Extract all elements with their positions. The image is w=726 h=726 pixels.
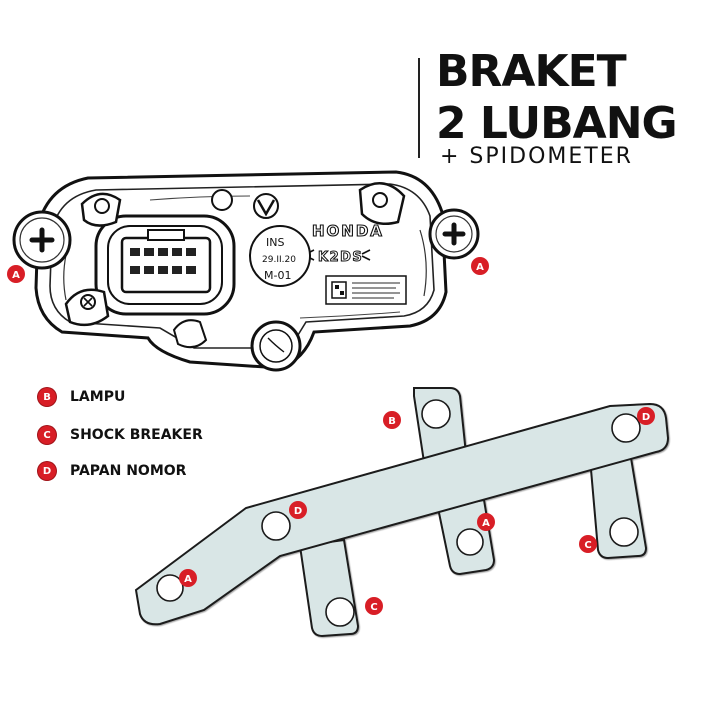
title-line-1: BRAKET — [436, 46, 627, 97]
hole-papan-right — [611, 413, 641, 443]
plus-icon — [29, 227, 55, 253]
svg-text:C: C — [370, 602, 377, 613]
svg-text:A: A — [12, 270, 20, 281]
legend-badge-c: C — [38, 426, 56, 444]
model-code-text: K2DS — [318, 250, 363, 265]
screw-boss-top-right — [358, 182, 406, 225]
marker-a-bracket-middle: A — [477, 513, 495, 531]
marker-a-bracket-left: A — [179, 569, 197, 587]
markers: A A B D D A C A — [7, 257, 655, 615]
peg-hole — [211, 189, 233, 211]
stamp-date: 29.II.20 — [262, 255, 296, 265]
svg-text:C: C — [584, 540, 591, 551]
barcode-sticker — [325, 275, 407, 305]
hole-a-left — [156, 574, 184, 602]
svg-text:A: A — [184, 574, 192, 585]
mount-screw-right — [428, 208, 480, 260]
speedometer: HONDA K2DS INS 29.II.20 M-01 — [12, 170, 480, 372]
hole-a-middle — [456, 528, 484, 556]
svg-text:D: D — [642, 412, 650, 423]
marker-c-bracket-bottom: C — [365, 597, 383, 615]
legend-item-shock-breaker: C SHOCK BREAKER — [38, 424, 203, 446]
hole-shock-right — [609, 517, 639, 547]
mount-screw-left — [12, 210, 72, 270]
svg-text:D: D — [294, 506, 302, 517]
screw-boss-bottom-center — [172, 319, 208, 349]
honda-wing-logo — [253, 193, 279, 219]
screw-boss-bottom-left — [64, 288, 110, 327]
legend-label-lampu: LAMPU — [70, 389, 126, 405]
marker-a-speedo-left: A — [7, 265, 25, 283]
screw-boss-bottom-round — [250, 320, 302, 372]
bracket-main-bar — [134, 402, 670, 626]
legend-label-papan-nomor: PAPAN NOMOR — [70, 463, 187, 479]
brand-text: HONDA — [312, 222, 384, 240]
legend-badge-d: D — [38, 462, 56, 480]
marker-c-bracket-right: C — [579, 535, 597, 553]
hole-shock-bottom — [325, 597, 355, 627]
legend-badge-b: B — [38, 388, 56, 406]
legend-item-papan-nomor: D PAPAN NOMOR — [38, 460, 186, 482]
marker-d-bracket-right: D — [637, 407, 655, 425]
screw-boss-top-left — [80, 192, 122, 227]
title-line-2: 2 LUBANG — [436, 98, 678, 149]
legend-item-lampu: B LAMPU — [38, 386, 125, 408]
stamp-ins: INS — [266, 236, 284, 249]
title-divider — [418, 58, 420, 158]
connector-socket — [94, 214, 236, 316]
marker-a-speedo-right: A — [471, 257, 489, 275]
svg-text:A: A — [482, 518, 490, 529]
bracket — [134, 387, 670, 638]
hole-papan-left — [261, 511, 291, 541]
plus-icon — [442, 222, 466, 246]
marker-b-bracket: B — [383, 411, 401, 429]
svg-text:A: A — [476, 262, 484, 273]
marker-d-bracket-left: D — [289, 501, 307, 519]
svg-text:B: B — [388, 416, 396, 427]
legend-label-shock-breaker: SHOCK BREAKER — [70, 427, 203, 443]
stamp-model: M-01 — [264, 269, 291, 282]
inspection-stamp: INS 29.II.20 M-01 — [249, 225, 311, 287]
title-line-3: + SPIDOMETER — [440, 144, 633, 169]
bracket-holes — [156, 399, 641, 627]
hole-lampu — [421, 399, 451, 429]
